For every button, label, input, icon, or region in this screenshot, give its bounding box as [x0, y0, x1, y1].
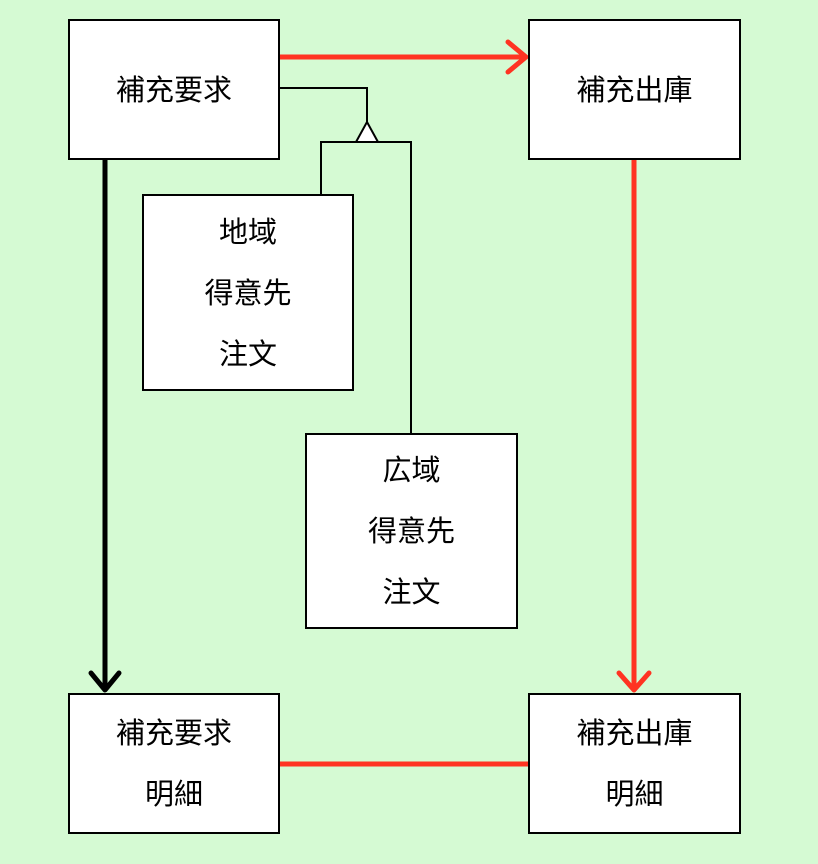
entity-replenishment-request-detail[interactable]: 補充要求 明細	[68, 693, 280, 834]
entity-label: 得意先	[204, 275, 292, 310]
entity-replenishment-issue-detail[interactable]: 補充出庫 明細	[528, 693, 741, 834]
entity-label: 明細	[605, 777, 664, 811]
entity-label: 補充要求	[115, 72, 232, 107]
entity-label: 注文	[382, 575, 441, 609]
entity-wide-area-customer-order[interactable]: 広域 得意先 注文	[305, 433, 518, 629]
entity-replenishment-request[interactable]: 補充要求	[68, 19, 280, 160]
entity-regional-customer-order[interactable]: 地域 得意先 注文	[142, 194, 354, 391]
arrow-request-to-issue	[279, 39, 529, 75]
entity-replenishment-issue[interactable]: 補充出庫	[528, 19, 741, 160]
arrow-issue-to-issue-detail	[616, 159, 652, 693]
entity-label: 注文	[218, 336, 277, 371]
entity-label: 得意先	[367, 514, 455, 548]
entity-label: 地域	[218, 214, 277, 249]
generalization-triangle-icon	[354, 119, 380, 143]
entity-label: 補充出庫	[576, 716, 693, 750]
arrow-request-to-request-detail	[88, 159, 122, 693]
entity-label: 明細	[144, 777, 203, 811]
entity-label: 広域	[382, 453, 441, 487]
entity-label: 補充要求	[115, 716, 232, 750]
entity-label: 補充出庫	[576, 72, 693, 107]
